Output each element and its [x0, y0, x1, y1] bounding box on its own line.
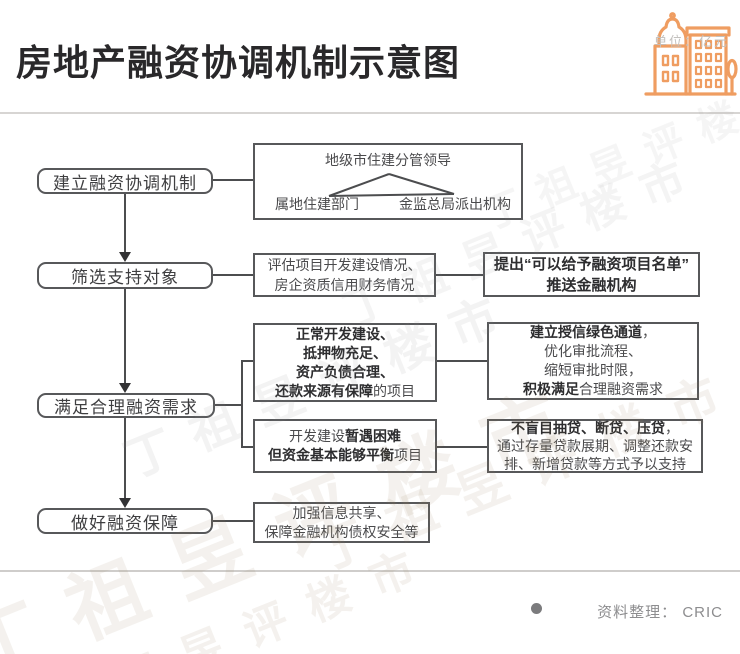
- connector-line: [243, 360, 253, 362]
- step-box-establish-mechanism: 建立融资协调机制: [37, 168, 213, 194]
- assessment-box: 评估项目开发建设情况、 房企资质信用财务情况: [253, 253, 436, 297]
- connector-line: [437, 446, 487, 448]
- source-credit: 资料整理： CRIC: [597, 604, 723, 621]
- footer-bullet-icon: [531, 603, 542, 614]
- connector-line: [437, 360, 487, 362]
- arrow-down-icon: [119, 252, 131, 262]
- step-box-financing-guarantee: 做好融资保障: [37, 508, 213, 534]
- connector-line: [436, 274, 483, 276]
- org-triangle: [328, 173, 455, 197]
- arrow-line: [124, 418, 126, 498]
- buildings-icon: [642, 6, 738, 98]
- connector-line: [213, 179, 253, 181]
- arrow-line: [124, 193, 126, 252]
- green-channel-box: 建立授信绿色通道， 优化审批流程、 缩短审批时限， 积极满足合理融资需求: [487, 322, 699, 400]
- connector-line: [241, 360, 243, 448]
- no-loan-cut-box: 不盲目抽贷、断贷、压贷， 通过存量贷款展期、调整还款安 排、新增贷款等方式予以支…: [487, 419, 703, 473]
- org-leader-label: 地级市住建分管领导: [325, 152, 451, 168]
- header-divider: [0, 112, 740, 114]
- arrow-line: [124, 289, 126, 383]
- propose-list-box: 提出“可以给予融资项目名单” 推送金融机构: [483, 252, 700, 297]
- unit-note: 单位：亿元: [654, 34, 730, 49]
- connector-line: [243, 446, 253, 448]
- step-box-meet-financing-needs: 满足合理融资需求: [37, 393, 215, 418]
- connector-line: [213, 520, 253, 522]
- arrow-down-icon: [119, 498, 131, 508]
- org-regulator-label: 金监总局派出机构: [399, 196, 511, 212]
- connector-line: [215, 404, 243, 406]
- footer-divider: [0, 570, 740, 572]
- guarantee-box: 加强信息共享、 保障金融机构债权安全等: [253, 502, 430, 543]
- background-watermark: 丁祖昱评楼市: [47, 535, 445, 654]
- difficult-projects-box: 开发建设暂遇困难 但资金基本能够平衡项目: [253, 419, 437, 473]
- arrow-down-icon: [119, 383, 131, 393]
- normal-projects-box: 正常开发建设、 抵押物充足、 资产负债合理、 还款来源有保障的项目: [253, 323, 437, 402]
- org-structure-box: 地级市住建分管领导 属地住建部门 金监总局派出机构: [253, 143, 523, 220]
- org-housing-dept-label: 属地住建部门: [275, 196, 359, 212]
- page-title: 房地产融资协调机制示意图: [16, 42, 461, 83]
- step-box-select-targets: 筛选支持对象: [37, 262, 213, 289]
- connector-line: [213, 274, 253, 276]
